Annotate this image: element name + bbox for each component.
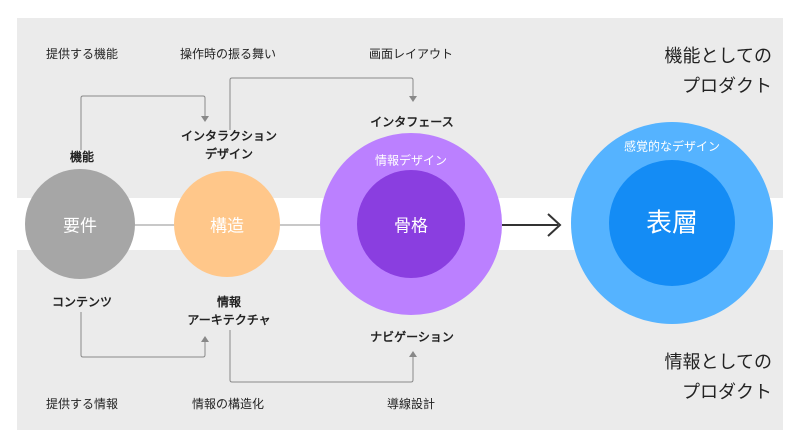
skeleton-label: 骨格 — [394, 216, 428, 237]
label-contents: コンテンツ — [51, 295, 113, 309]
label-information-architecture: 情報 アーキテクチャ — [187, 293, 270, 329]
label-interaction-line1: インタラクション — [180, 129, 278, 143]
connector-contents-to-ia — [80, 312, 206, 358]
arrowhead-ia — [201, 336, 209, 342]
heading-function-product: 機能としての プロダクト — [665, 42, 772, 102]
label-ia-line2: アーキテクチャ — [187, 313, 271, 327]
label-ia-line1: 情報 — [216, 295, 242, 309]
heading-function-line2: プロダクト — [682, 76, 772, 97]
surface-label: 表層 — [645, 208, 699, 239]
arrowhead-interface — [409, 96, 417, 102]
label-info-structuring: 情報の構造化 — [191, 397, 265, 411]
connector-function-to-interaction — [80, 95, 206, 150]
requirements-circle — [25, 169, 135, 279]
label-interface: インタフェース — [370, 115, 454, 129]
arrowhead-interaction — [201, 116, 209, 122]
label-function: 機能 — [69, 150, 95, 164]
requirements-label: 要件 — [63, 216, 97, 237]
heading-information-line1: 情報としての — [664, 352, 772, 373]
label-screen-layout: 画面レイアウト — [368, 47, 454, 61]
structure-label: 構造 — [210, 216, 244, 237]
connector-interaction-to-interface — [229, 77, 414, 130]
skeleton-inner-circle — [357, 170, 465, 278]
label-interaction-line2: デザイン — [204, 147, 254, 161]
label-provided-information: 提供する情報 — [45, 397, 119, 411]
label-interaction-design: インタラクション デザイン — [181, 127, 277, 163]
heading-information-product: 情報としての プロダクト — [665, 348, 772, 408]
label-flow-design: 導線設計 — [386, 397, 436, 411]
arrow-head-icon — [547, 213, 562, 237]
label-navigation: ナビゲーション — [370, 330, 454, 344]
structure-circle — [174, 171, 280, 277]
label-operation-behavior: 操作時の振る舞い — [179, 47, 277, 61]
arrowhead-navigation — [409, 351, 417, 357]
label-provided-features: 提供する機能 — [45, 47, 119, 61]
connector-ia-to-navigation — [229, 330, 414, 383]
heading-information-line2: プロダクト — [682, 382, 772, 403]
information-design-label: 情報デザイン — [374, 153, 448, 168]
sensory-design-label: 感覚的なデザイン — [623, 139, 721, 154]
surface-inner-circle — [609, 160, 735, 286]
heading-function-line1: 機能としての — [664, 46, 772, 67]
